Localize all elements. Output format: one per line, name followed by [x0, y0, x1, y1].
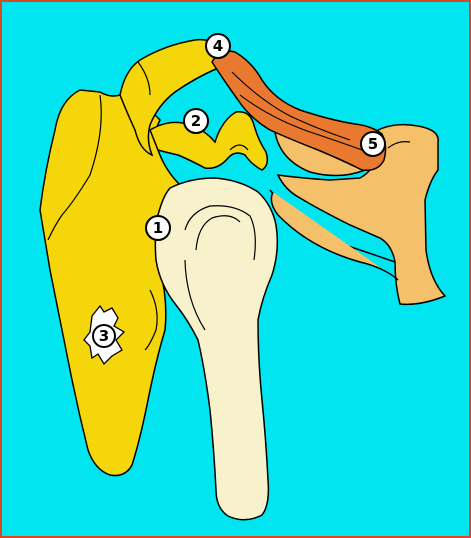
marker-3: 3 [93, 325, 115, 347]
marker-5-label: 5 [368, 135, 378, 153]
marker-4-label: 4 [213, 37, 223, 55]
marker-1-label: 1 [153, 219, 163, 237]
marker-5: 5 [361, 132, 385, 156]
marker-4: 4 [206, 34, 230, 58]
humerus-bone [155, 178, 277, 520]
marker-1: 1 [146, 216, 170, 240]
marker-3-label: 3 [99, 327, 109, 345]
humerus-shape [155, 178, 277, 520]
marker-2-label: 2 [191, 112, 201, 130]
marker-2: 2 [184, 109, 208, 133]
